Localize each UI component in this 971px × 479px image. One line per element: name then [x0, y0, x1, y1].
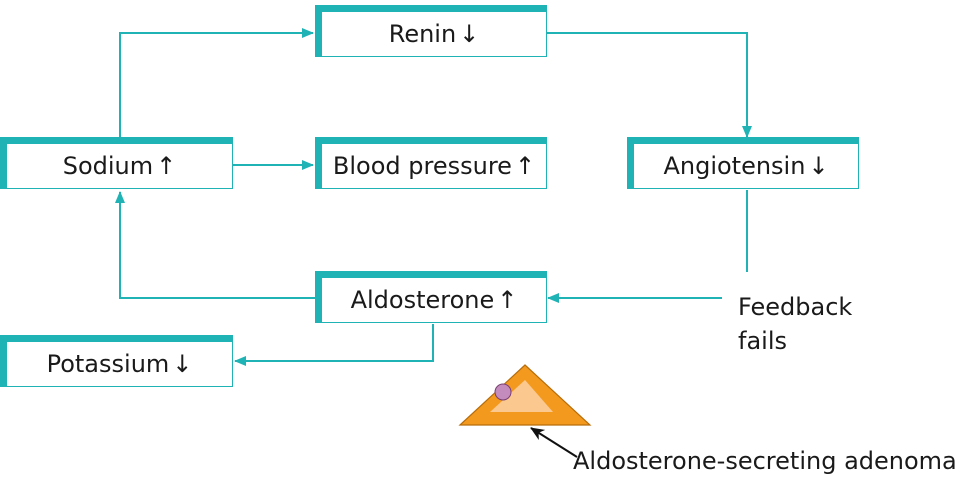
node-renin-label: Renin: [388, 20, 457, 48]
node-blood-pressure: Blood pressure ↑: [315, 137, 547, 189]
adenoma-icon: [458, 364, 592, 426]
node-angiotensin: Angiotensin ↓: [627, 137, 859, 189]
adenoma-label: Aldosterone-secreting adenoma: [573, 447, 957, 475]
potassium-down-arrow-icon: ↓: [172, 350, 193, 378]
arrow-sodium-to-renin: [119, 28, 314, 137]
node-sodium-label: Sodium: [62, 152, 154, 180]
pointer-arrow-adenoma: [530, 427, 578, 458]
arrow-aldosterone-to-sodium: [115, 191, 316, 299]
aldosterone-up-arrow-icon: ↑: [497, 286, 518, 314]
node-aldosterone: Aldosterone ↑: [315, 271, 547, 323]
node-renin: Renin ↓: [315, 5, 547, 57]
blood-pressure-up-arrow-icon: ↑: [514, 152, 536, 180]
sodium-up-arrow-icon: ↑: [156, 152, 177, 180]
arrow-renin-to-angiotensin: [546, 32, 752, 138]
feedback-line-1: Feedback: [738, 293, 853, 321]
node-aldosterone-label: Aldosterone: [350, 286, 495, 314]
feedback-fails-label: Feedback fails: [738, 290, 852, 358]
node-angiotensin-label: Angiotensin: [663, 152, 806, 180]
arrow-aldosterone-to-potassium: [234, 324, 434, 366]
feedback-line-2: fails: [738, 327, 787, 355]
angiotensin-down-arrow-icon: ↓: [808, 152, 829, 180]
node-potassium: Potassium ↓: [0, 335, 233, 387]
node-potassium-label: Potassium: [46, 350, 170, 378]
node-blood-pressure-label: Blood pressure: [332, 152, 512, 180]
node-sodium: Sodium ↑: [0, 137, 233, 189]
renin-down-arrow-icon: ↓: [459, 20, 480, 48]
